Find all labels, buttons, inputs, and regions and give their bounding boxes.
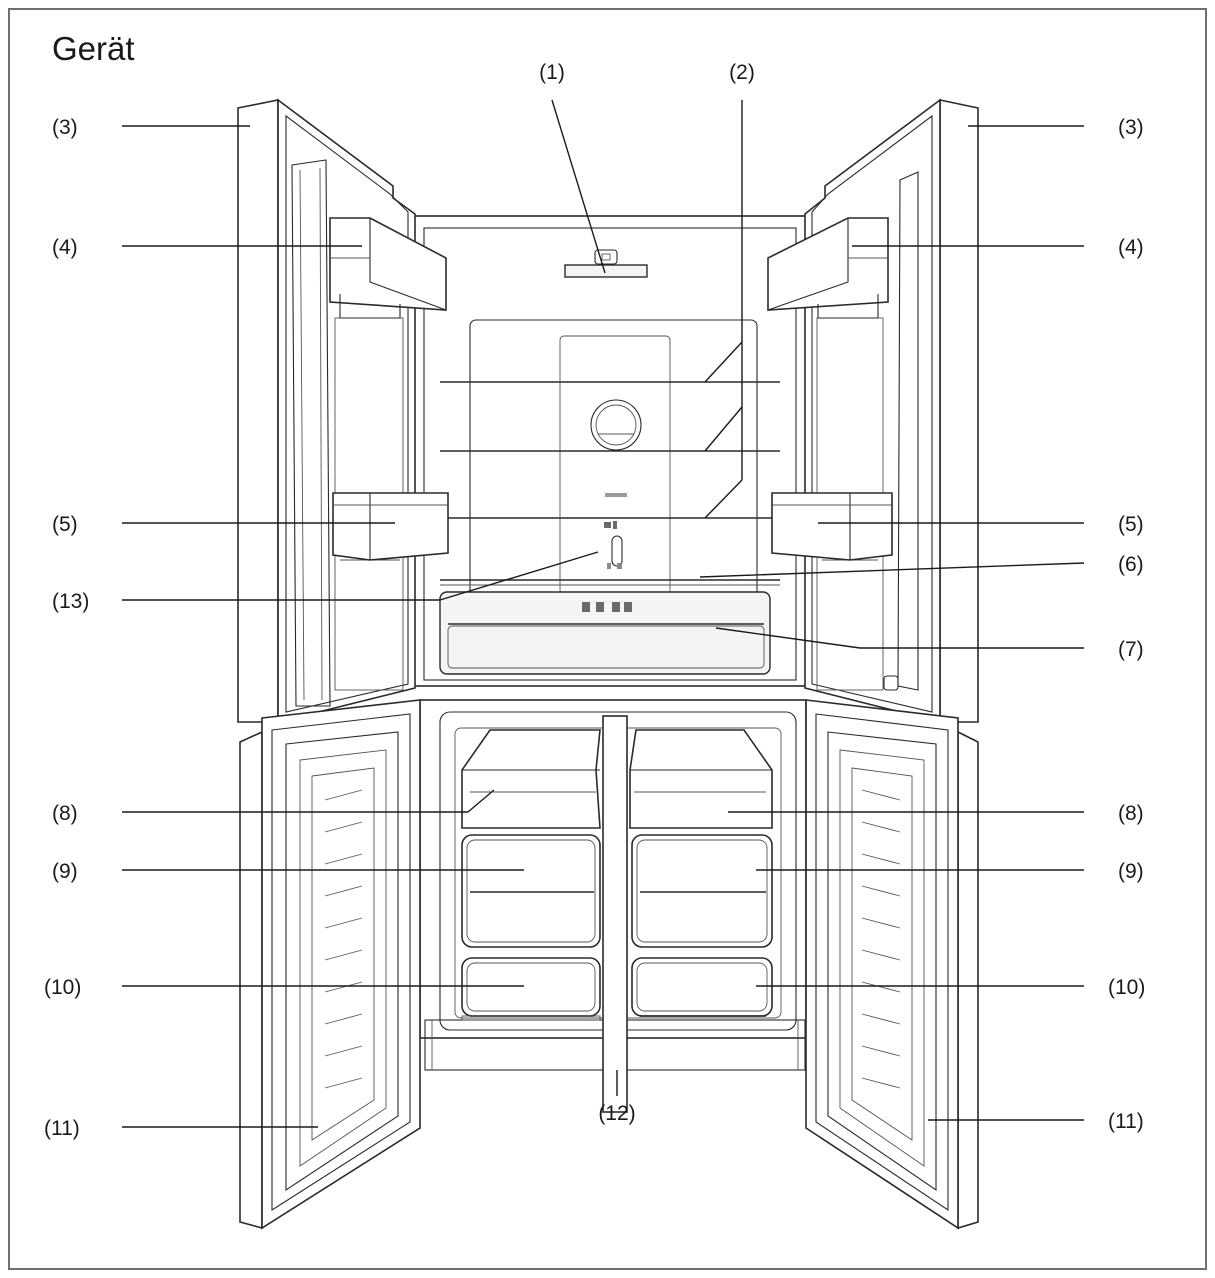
control-display — [604, 521, 623, 569]
label-4-left: (4) — [52, 236, 78, 259]
label-9-left: (9) — [52, 860, 78, 883]
label-10-left: (10) — [44, 976, 81, 999]
label-4-right: (4) — [1118, 236, 1144, 259]
door-bin-lower-right — [771, 492, 893, 561]
label-13: (13) — [52, 590, 89, 613]
freezer-drawers-upper — [461, 834, 773, 948]
door-ribs-left — [324, 789, 363, 1089]
fridge-cabinet — [413, 215, 807, 1113]
air-outlet — [590, 399, 642, 451]
door-ribs-right — [861, 789, 901, 1089]
label-8-right: (8) — [1118, 802, 1144, 825]
label-8-left: (8) — [52, 802, 78, 825]
label-11-right: (11) — [1108, 1110, 1144, 1133]
door-lower-left — [239, 699, 421, 1230]
label-11-left: (11) — [44, 1117, 80, 1140]
back-wall-panel — [469, 319, 758, 601]
door-bin-upper-left — [329, 217, 447, 319]
door-upper-left — [237, 98, 416, 724]
label-5-right: (5) — [1118, 513, 1144, 536]
freezer-drawers-lower — [461, 957, 773, 1021]
label-5-left: (5) — [52, 513, 78, 536]
label-10-right: (10) — [1108, 976, 1145, 999]
glass-shelves — [440, 381, 780, 586]
label-2: (2) — [729, 61, 755, 84]
label-6: (6) — [1118, 553, 1144, 576]
label-12: (12) — [598, 1102, 635, 1125]
label-9-right: (9) — [1118, 860, 1144, 883]
freezer-top-trays — [461, 729, 773, 829]
label-1: (1) — [539, 61, 565, 84]
label-3-right: (3) — [1118, 116, 1144, 139]
crisper-drawer — [439, 591, 771, 675]
door-bin-lower-left — [332, 492, 449, 561]
callout-labels: (1) (2) (3) (3) (4) (4) (5) (5) (6) (13)… — [44, 61, 1145, 1140]
label-3-left: (3) — [52, 116, 78, 139]
door-bin-upper-right — [767, 217, 889, 319]
label-7: (7) — [1118, 638, 1144, 661]
center-divider — [602, 715, 628, 1113]
interior-light — [564, 264, 648, 278]
page-title: Gerät — [52, 30, 135, 67]
leader-lines — [122, 99, 1085, 1128]
door-upper-right — [804, 98, 979, 724]
door-lower-right — [805, 699, 979, 1230]
